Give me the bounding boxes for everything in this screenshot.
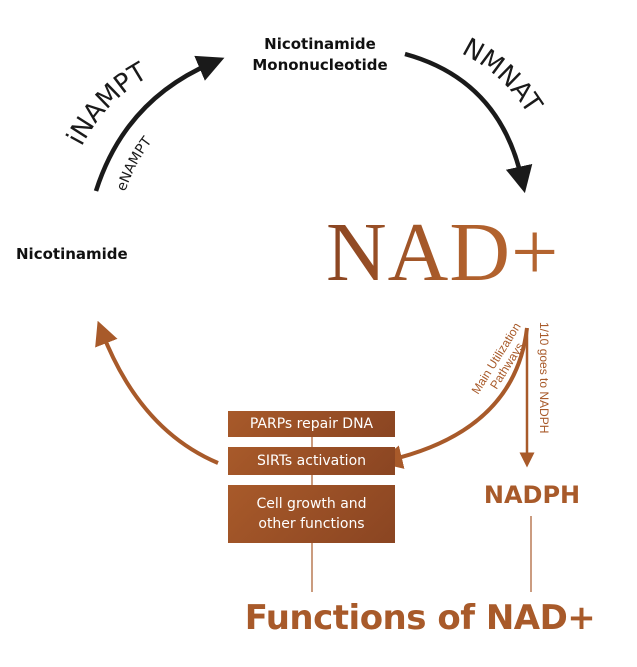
node-nicotinamide: Nicotinamide: [16, 245, 128, 263]
label-nadph-branch: 1/10 goes to NADPH: [537, 322, 551, 433]
cell-growth-line-2: other functions: [258, 516, 365, 532]
nmn-line-2: Mononucleotide: [252, 56, 388, 74]
arrow-inampt: [93, 55, 225, 192]
function-box-parps: PARPs repair DNA: [228, 411, 395, 437]
arrow-nmnat: [404, 51, 533, 194]
arrow-recycle: [95, 320, 219, 465]
node-nadph: NADPH: [483, 481, 581, 509]
node-nicotinamide-mononucleotide: Nicotinamide Mononucleotide: [220, 34, 420, 76]
function-box-cell-growth: Cell growth and other functions: [228, 485, 395, 543]
cell-growth-line-1: Cell growth and: [256, 496, 367, 512]
label-inampt: iNAMPT: [61, 57, 152, 150]
function-box-sirts: SIRTs activation: [228, 447, 395, 475]
nmn-line-1: Nicotinamide: [264, 35, 376, 53]
label-nmnat: NMNAT: [457, 33, 547, 119]
diagram-title: Functions of NAD+: [244, 598, 596, 638]
node-nad-plus: NAD+: [326, 206, 560, 299]
svg-text:1/10 goes to NADPH: 1/10 goes to NADPH: [537, 322, 551, 433]
arrow-main-utilization: [378, 327, 529, 469]
